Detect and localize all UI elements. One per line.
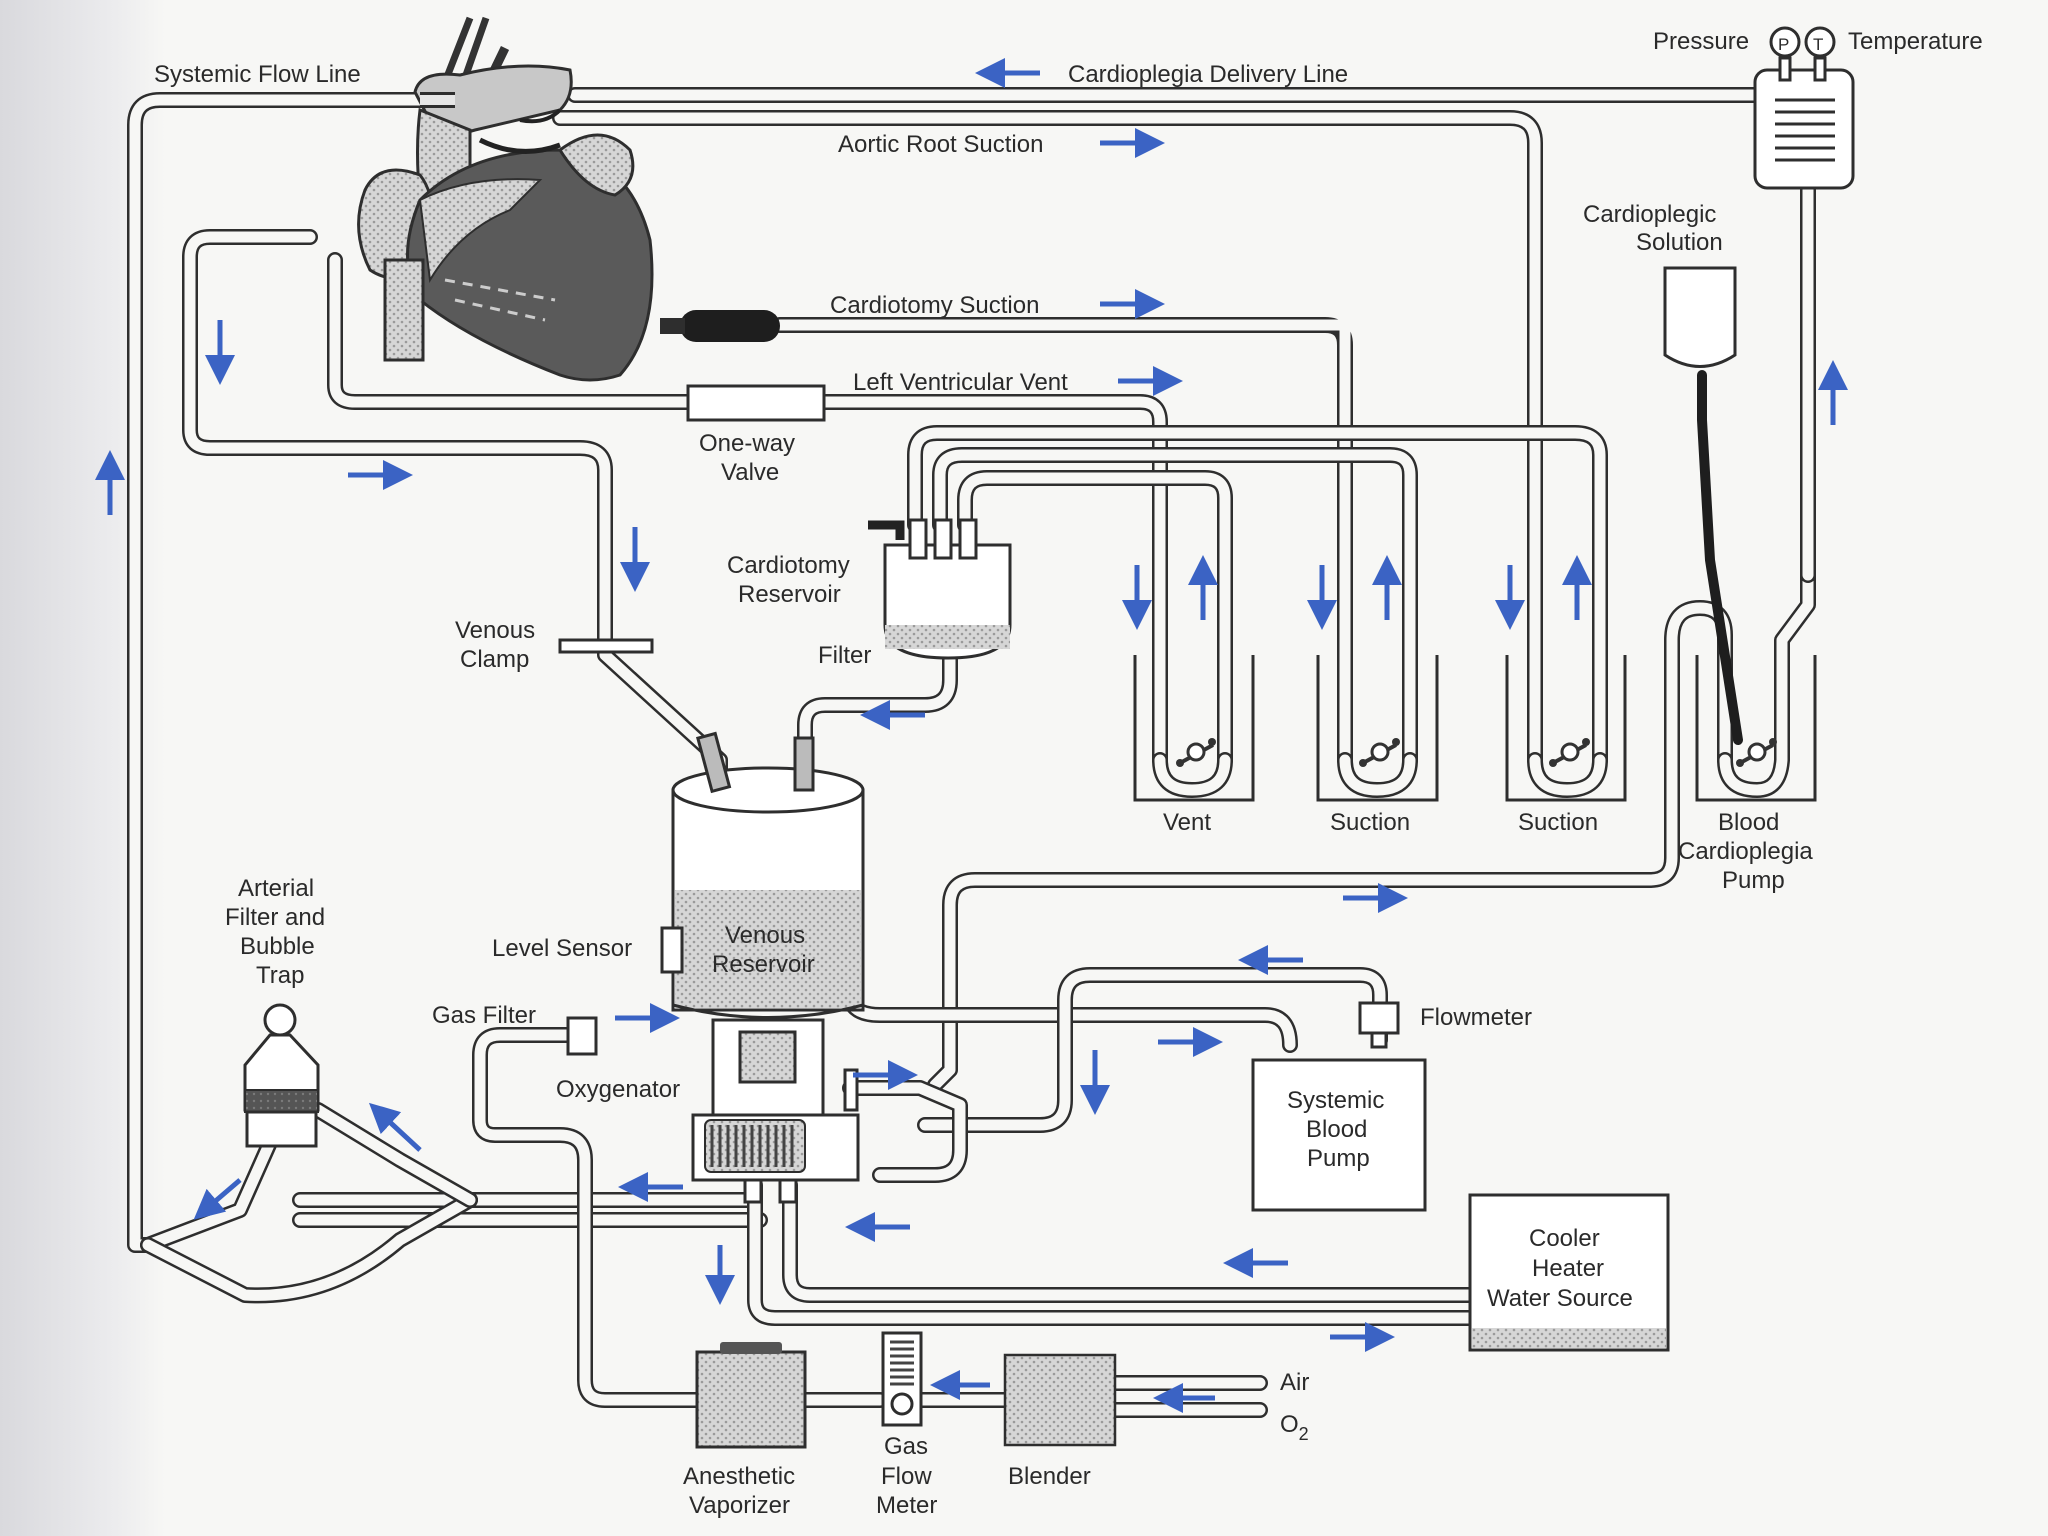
heart-illustration (357, 16, 654, 382)
label-meter: Meter (876, 1492, 937, 1519)
label-pressure-symbol: P (1778, 35, 1789, 54)
arterial-filter (243, 1003, 320, 1148)
venous-clamp (558, 638, 654, 654)
gas-flow-meter (881, 1331, 923, 1427)
gas-filter (566, 1016, 598, 1056)
flow-arrows (95, 58, 1848, 1413)
label-suction-2: Suction (1518, 809, 1598, 836)
label-gas: Gas (884, 1433, 928, 1460)
label-venous-reservoir-1: Venous (725, 922, 805, 949)
label-pump: Pump (1307, 1145, 1370, 1172)
label-vent: Vent (1163, 809, 1211, 836)
label-bcp-cardioplegia: Cardioplegia (1678, 838, 1813, 865)
label-solution: Solution (1636, 229, 1723, 256)
label-heater: Heater (1532, 1255, 1604, 1282)
label-cardiotomy: Cardiotomy (727, 552, 850, 579)
label-systemic: Systemic (1287, 1087, 1384, 1114)
label-blood: Blood (1306, 1116, 1367, 1143)
oxygenator (691, 1018, 860, 1204)
label-left-ventricular-vent: Left Ventricular Vent (853, 369, 1068, 396)
heat-exchanger (1753, 26, 1855, 190)
label-gas-filter: Gas Filter (432, 1002, 536, 1029)
label-valve: Valve (721, 459, 779, 486)
label-bcp-pump: Pump (1722, 867, 1785, 894)
label-pressure: Pressure (1653, 28, 1749, 55)
blender (1003, 1353, 1117, 1447)
label-venous: Venous (455, 617, 535, 644)
label-filter: Filter (818, 642, 871, 669)
label-o2: O2 (1280, 1411, 1309, 1444)
label-cardioplegic: Cardioplegic (1583, 201, 1716, 228)
cardiotomy-reservoir (868, 518, 1012, 660)
label-anesthetic: Anesthetic (683, 1463, 795, 1490)
cardiotomy-suction-tip (660, 310, 780, 342)
label-reservoir-top: Reservoir (738, 581, 841, 608)
label-temperature: Temperature (1848, 28, 1983, 55)
label-cardioplegia-delivery-line: Cardioplegia Delivery Line (1068, 61, 1348, 88)
venous-reservoir (660, 731, 865, 1019)
labels: Systemic Flow Line Cardioplegia Delivery… (154, 28, 1983, 1519)
systemic-blood-pump (1251, 1058, 1427, 1212)
label-air: Air (1280, 1369, 1309, 1396)
label-water-source: Water Source (1487, 1285, 1633, 1312)
label-clamp: Clamp (460, 646, 529, 673)
one-way-valve (686, 384, 826, 422)
blood-cardioplegia-pump (1695, 655, 1817, 802)
suction-pump-1 (1316, 655, 1439, 802)
label-blender: Blender (1008, 1463, 1091, 1490)
label-venous-reservoir-2: Reservoir (712, 951, 815, 978)
label-bubble: Bubble (240, 933, 315, 960)
label-flow: Flow (881, 1463, 932, 1490)
label-cooler: Cooler (1529, 1225, 1600, 1252)
flowmeter (1358, 1001, 1400, 1049)
anesthetic-vaporizer (695, 1342, 807, 1449)
label-flowmeter: Flowmeter (1420, 1004, 1532, 1031)
cooler-heater-water-source (1468, 1193, 1670, 1352)
label-bcp-blood: Blood (1718, 809, 1779, 836)
tubing (127, 87, 1816, 1418)
label-oxygenator: Oxygenator (556, 1076, 680, 1103)
label-suction-1: Suction (1330, 809, 1410, 836)
label-arterial: Arterial (238, 875, 314, 902)
vent-pump (1133, 655, 1255, 802)
label-temperature-symbol: T (1813, 35, 1823, 54)
label-aortic-root-suction: Aortic Root Suction (838, 131, 1043, 158)
label-cardiotomy-suction: Cardiotomy Suction (830, 292, 1039, 319)
label-one-way: One-way (699, 430, 795, 457)
suction-pump-2 (1505, 655, 1627, 802)
label-systemic-flow-line: Systemic Flow Line (154, 61, 361, 88)
label-filter-and: Filter and (225, 904, 325, 931)
label-vaporizer: Vaporizer (689, 1492, 790, 1519)
label-trap: Trap (256, 962, 304, 989)
label-level-sensor: Level Sensor (492, 935, 632, 962)
cardioplegic-solution-bag (1663, 266, 1737, 368)
